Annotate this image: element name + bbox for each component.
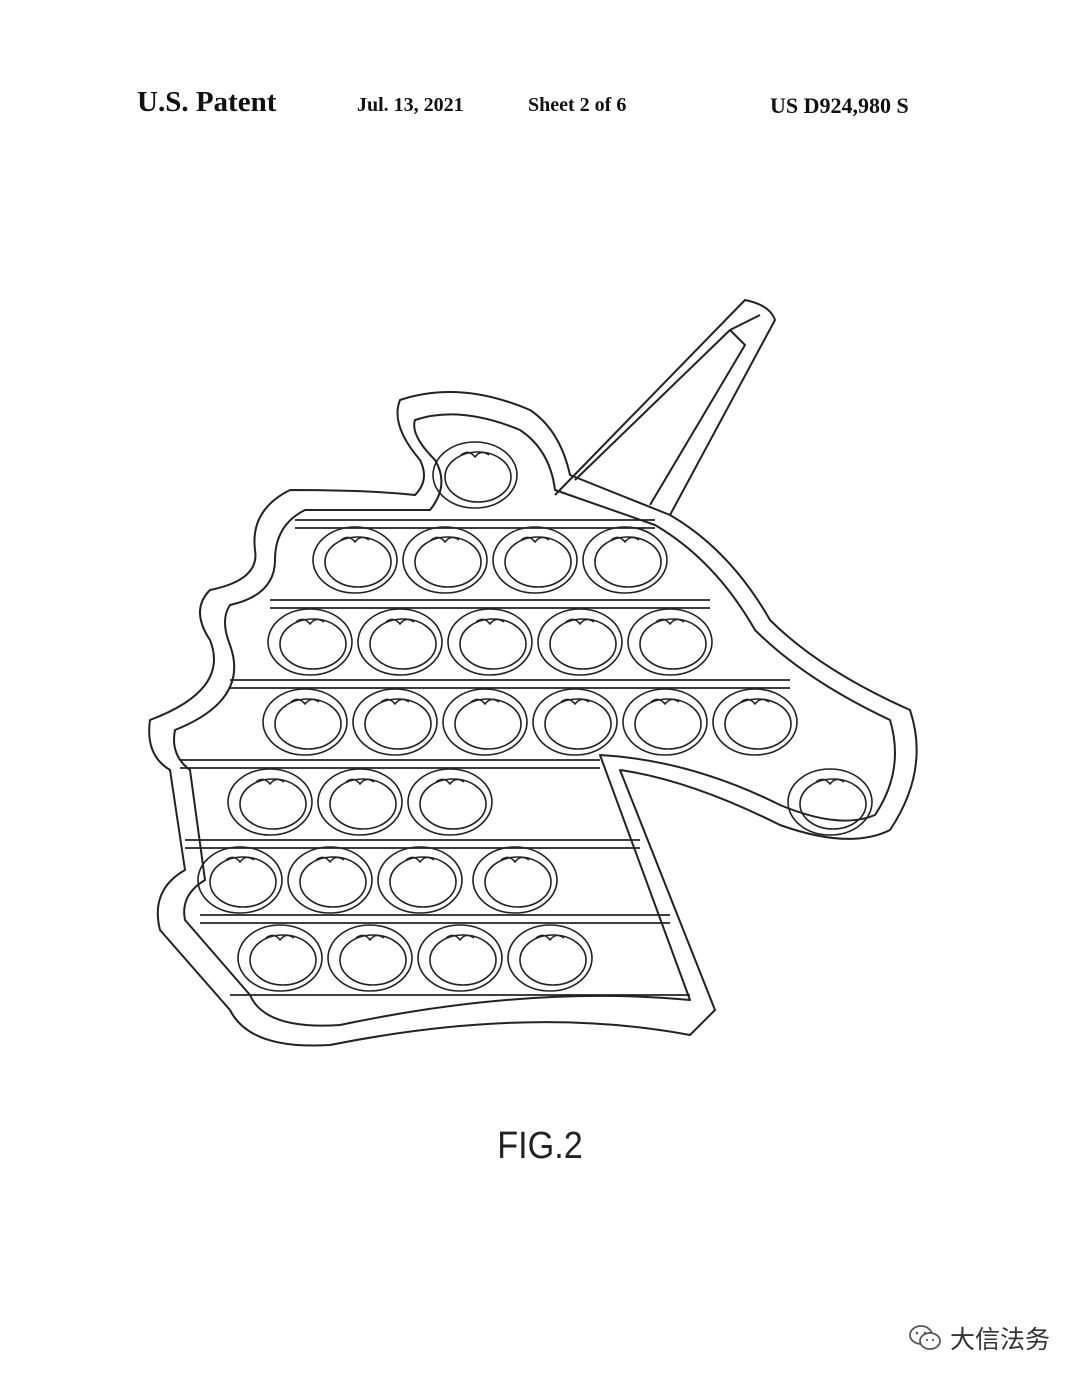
popper-bubble bbox=[787, 768, 873, 836]
horn-inner bbox=[574, 329, 746, 506]
horn-outline bbox=[554, 299, 776, 516]
popper-bubble bbox=[287, 846, 373, 914]
horn-band bbox=[729, 314, 761, 331]
popper-bubble bbox=[442, 688, 528, 756]
popper-bubble bbox=[197, 846, 283, 914]
popper-bubble bbox=[532, 688, 618, 756]
popper-bubble bbox=[472, 846, 558, 914]
wechat-icon bbox=[909, 1325, 941, 1350]
figure-label: FIG.2 bbox=[497, 1125, 583, 1167]
popper-bubble bbox=[582, 526, 668, 594]
popper-bubble bbox=[627, 608, 713, 676]
bubble-grid bbox=[197, 441, 873, 992]
sheet-header: U.S. Patent Jul. 13, 2021 Sheet 2 of 6 U… bbox=[0, 86, 1080, 126]
popper-bubble bbox=[357, 608, 443, 676]
popper-bubble bbox=[352, 688, 438, 756]
popper-bubble bbox=[237, 924, 323, 992]
popper-bubble bbox=[537, 608, 623, 676]
patent-label: U.S. Patent bbox=[137, 86, 277, 118]
popper-bubble bbox=[507, 924, 593, 992]
popper-bubble bbox=[312, 526, 398, 594]
head-outline bbox=[148, 391, 918, 1047]
popper-bubble bbox=[712, 688, 798, 756]
watermark-text: 大信法务 bbox=[949, 1325, 1050, 1354]
popper-bubble bbox=[432, 441, 518, 509]
popper-bubble bbox=[317, 768, 403, 836]
popper-bubble bbox=[227, 768, 313, 836]
row-dividers bbox=[180, 519, 790, 996]
popper-bubble bbox=[492, 526, 578, 594]
popper-bubble bbox=[262, 688, 348, 756]
popper-bubble bbox=[407, 768, 493, 836]
popper-bubble bbox=[622, 688, 708, 756]
popper-bubble bbox=[447, 608, 533, 676]
popper-bubble bbox=[377, 846, 463, 914]
popper-bubble bbox=[327, 924, 413, 992]
patent-number: US D924,980 S bbox=[770, 93, 909, 118]
unicorn-popper-drawing-icon bbox=[148, 299, 918, 1047]
watermark: 大信法务 bbox=[908, 1318, 1050, 1358]
popper-bubble bbox=[267, 608, 353, 676]
sheet-number: Sheet 2 of 6 bbox=[528, 94, 627, 116]
patent-date: Jul. 13, 2021 bbox=[357, 94, 464, 116]
head-rim bbox=[173, 413, 896, 1027]
popper-bubble bbox=[417, 924, 503, 992]
popper-bubble bbox=[402, 526, 488, 594]
